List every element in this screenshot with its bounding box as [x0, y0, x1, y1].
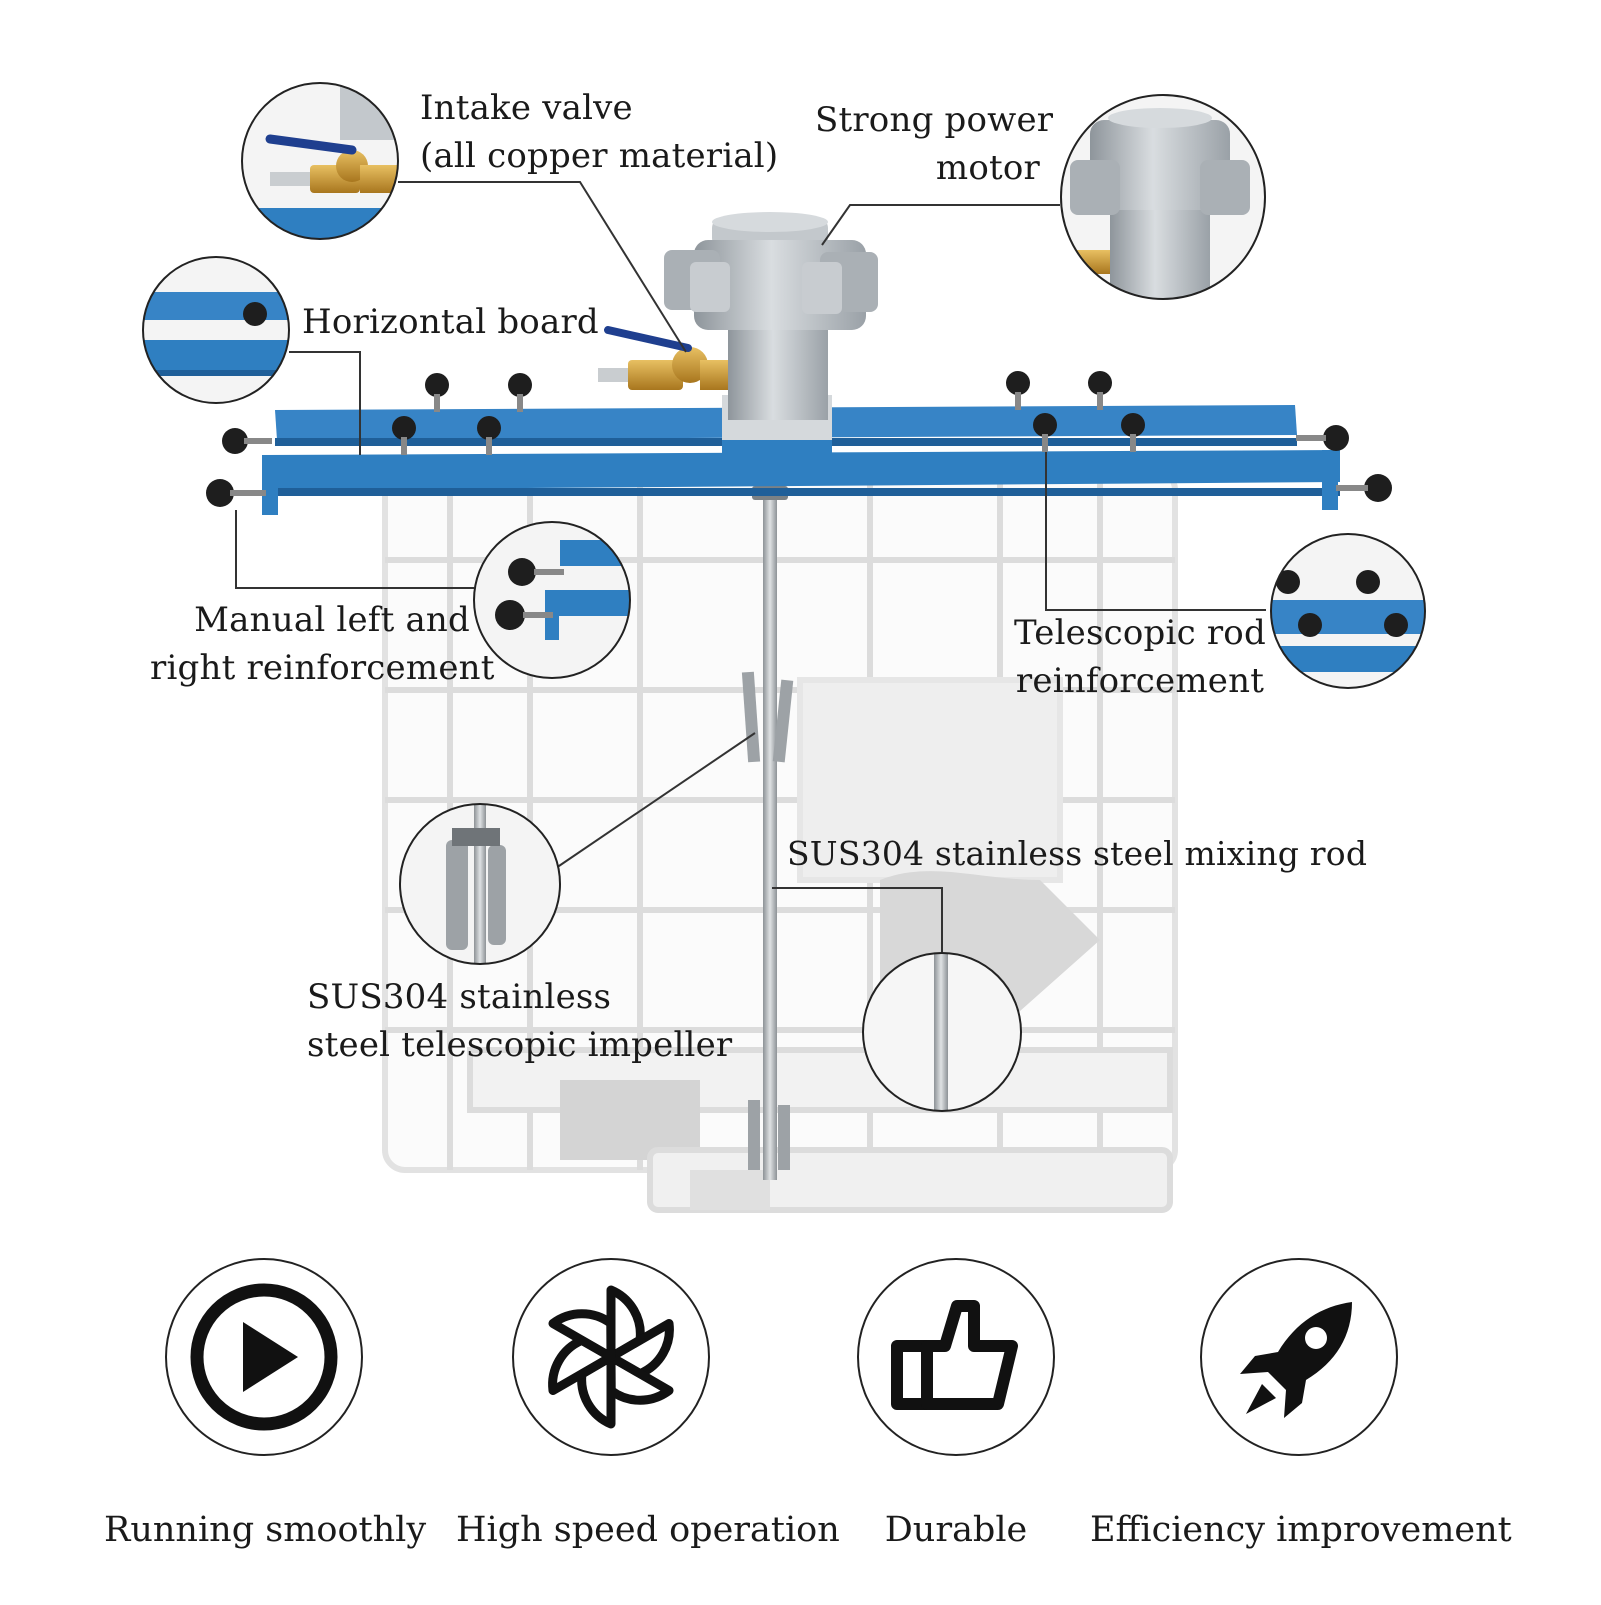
impeller-label: SUS304 stainless steel telescopic impell…	[307, 973, 732, 1069]
feature-label-running-smoothly: Running smoothly	[104, 1510, 427, 1550]
telescopic-rod-label-line2: reinforcement	[1015, 661, 1265, 701]
manual-reinforcement-label: Manual left and right reinforcement	[150, 596, 495, 692]
intake-valve-label: Intake valve (all copper material)	[420, 84, 778, 180]
mixing-rod-label: SUS304 stainless steel mixing rod	[787, 834, 1368, 873]
leader-lines	[235, 181, 1266, 958]
play-icon	[165, 1258, 363, 1456]
callout-telescopic-rod	[1270, 533, 1426, 689]
thumbs-up-icon	[857, 1258, 1055, 1456]
callout-horizontal-board	[142, 256, 290, 404]
feature-label-efficiency-improvement: Efficiency improvement	[1090, 1510, 1512, 1550]
callout-mixing-rod	[862, 952, 1022, 1112]
callout-impeller	[399, 803, 561, 965]
feature-label-high-speed-operation: High speed operation	[456, 1510, 840, 1550]
intake-valve	[598, 326, 735, 390]
fan-icon	[512, 1258, 710, 1456]
callout-manual-reinforcement	[473, 521, 631, 679]
impeller-label-line2: steel telescopic impeller	[307, 1025, 733, 1065]
impeller-label-line1: SUS304 stainless	[307, 977, 612, 1017]
feature-label-durable: Durable	[884, 1510, 1028, 1550]
telescopic-rod-label: Telescopic rod reinforcement	[1010, 609, 1270, 705]
air-motor	[664, 212, 878, 420]
motor-label: Strong power motor	[815, 96, 1054, 192]
horizontal-board-label: Horizontal board	[302, 302, 599, 342]
manual-reinforcement-label-line2: right reinforcement	[150, 648, 495, 688]
telescopic-rod-label-line1: Telescopic rod	[1014, 613, 1266, 653]
intake-valve-label-line2: (all copper material)	[420, 136, 779, 176]
knob-set	[206, 371, 1392, 507]
motor-label-line2: motor	[935, 148, 1040, 188]
intake-valve-label-line1: Intake valve	[420, 88, 633, 128]
manual-reinforcement-label-line1: Manual left and	[194, 600, 470, 640]
callout-motor	[1060, 94, 1266, 300]
motor-label-line1: Strong power	[815, 100, 1054, 140]
rocket-icon	[1200, 1258, 1398, 1456]
callout-intake-valve	[241, 82, 399, 240]
